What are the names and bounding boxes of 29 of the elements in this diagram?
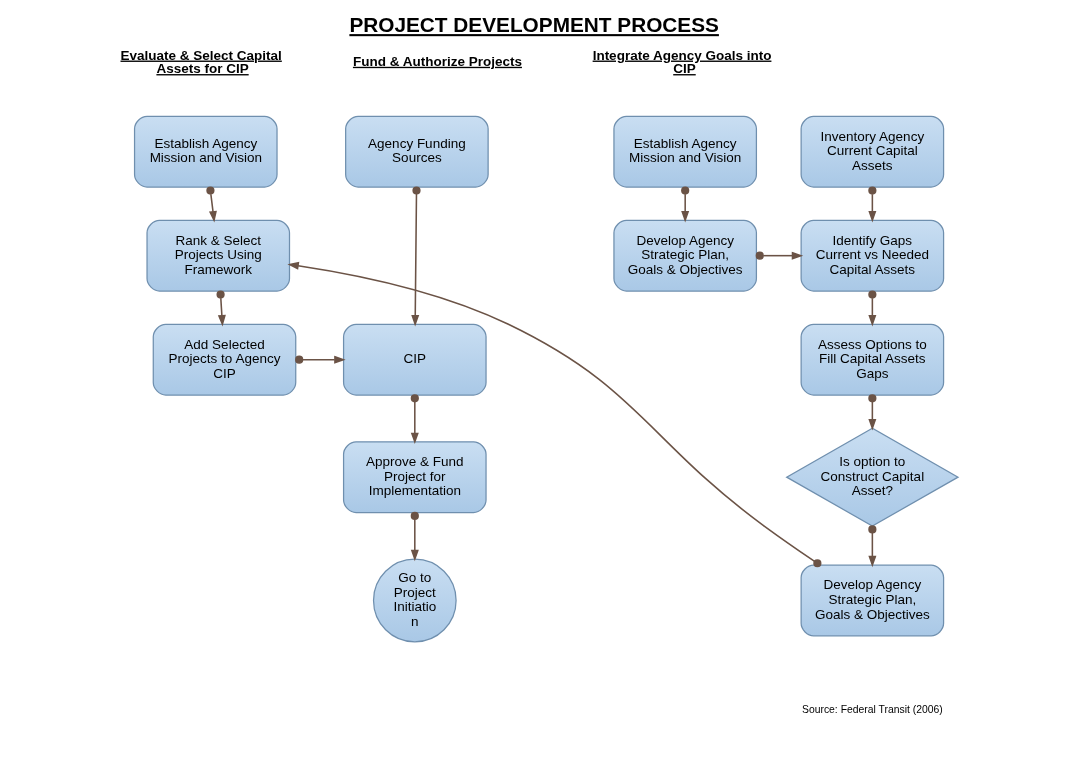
arrow [286,261,821,568]
node-box: Establish Agency Mission and Vision [612,115,757,188]
node-box: Rank & Select Projects Using Framework [145,219,290,292]
node-box: Agency Funding Sources [344,115,489,188]
node-circle: Go to Project Initiatio n [372,558,457,643]
arrow [205,186,217,223]
node-box: Identify Gaps Current vs Needed Capital Assets [800,219,944,292]
arrow [755,251,803,260]
node-box: Develop Agency Strategic Plan, Goals & Objectives [800,564,944,637]
arrow [867,525,876,568]
caption: Source: Federal Transit (2006) [801,703,943,715]
arrow [410,511,419,562]
label: Evaluate & Select Capital Assets for CIP [120,47,282,77]
arrow [216,290,226,327]
label: Fund & Authorize Projects [352,53,522,69]
node-diamond: Is option to Construct Capital Asset? [784,427,959,527]
diagram-title: PROJECT DEVELOPMENT PROCESS [348,13,719,37]
label: Integrate Agency Goals into CIP [592,47,771,77]
node-box: Inventory Agency Current Capital Assets [800,115,944,188]
node-box: Establish Agency Mission and Vision [133,115,278,188]
arrow [410,186,421,327]
node-box: Add Selected Projects to Agency CIP [152,323,296,396]
arrow [294,355,346,364]
arrow [410,394,419,445]
node-box: CIP [342,323,487,396]
node-box: Develop Agency Strategic Plan, Goals & Objectives [612,219,757,292]
node-box: Assess Options to Fill Capital Assets Gaps [800,323,944,396]
node-box: Approve & Fund Project for Implementation [342,441,487,514]
arrow [680,186,689,223]
